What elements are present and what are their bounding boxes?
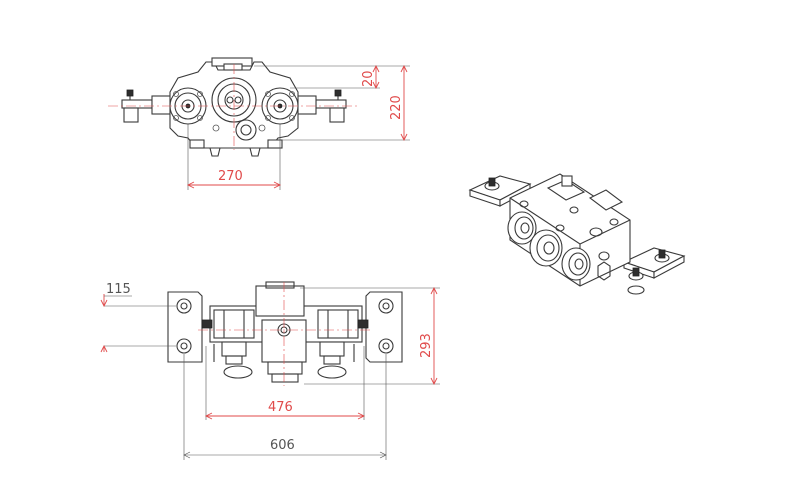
dim-20-label: 20 xyxy=(361,70,376,87)
isometric-view xyxy=(468,173,686,295)
dim-476-label: 476 xyxy=(268,400,293,415)
dim-270-label: 270 xyxy=(218,169,243,184)
front-view: 20 220 270 xyxy=(108,57,410,190)
dim-606-label: 606 xyxy=(270,438,295,453)
dim-115-label: 115 xyxy=(106,282,131,297)
dim-293-label: 293 xyxy=(419,333,434,358)
dim-220-label: 220 xyxy=(389,95,404,120)
top-view: 115 293 476 606 xyxy=(100,281,440,460)
